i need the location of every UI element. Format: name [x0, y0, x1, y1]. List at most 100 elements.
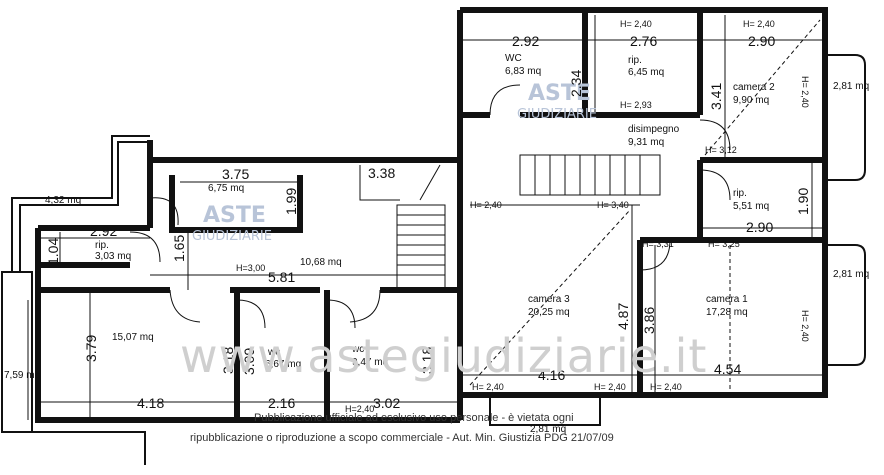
- label-disimpegno: disimpegno: [628, 124, 680, 135]
- height-325: H= 3,25: [708, 239, 740, 249]
- dim-454: 4.54: [714, 361, 741, 377]
- balcony-left-outline: [1, 271, 33, 433]
- balcony-bottom: [489, 394, 601, 426]
- balcony-top-right: [825, 54, 866, 181]
- diag-camera2: [704, 19, 821, 156]
- label-room-1507: 15,07 mq: [112, 332, 154, 343]
- watermark-logo-bottom-right: GIUDIZIARIE: [517, 107, 597, 122]
- height-top2: H= 2,40: [743, 19, 775, 29]
- diag-camera3: [469, 209, 631, 386]
- label-wc-top: WC: [505, 53, 522, 64]
- terrace-outline: [11, 135, 150, 272]
- door-arc-2: [129, 231, 161, 263]
- height-b3: H= 2,40: [650, 382, 682, 392]
- stair-landing: [359, 165, 400, 201]
- left-wing-walls: [1, 135, 463, 465]
- balcony-bottom-outline: [32, 431, 146, 465]
- watermark-logo-top-right: ASTE: [528, 81, 591, 106]
- left-top-wall: [147, 140, 460, 163]
- label-camera2-area: 9,90 mq: [733, 95, 769, 106]
- label-balcony-left: 7,59 mq: [4, 370, 40, 381]
- dim-338: 3.38: [368, 165, 395, 181]
- door-camera2: [699, 119, 731, 151]
- height-240-left: H= 2,40: [470, 200, 502, 210]
- height-camera2: H= 2,40: [800, 76, 810, 108]
- label-wc-mid-area: 9,47 mq: [352, 357, 388, 368]
- label-disimpegno-area: 9,31 mq: [628, 137, 664, 148]
- height-340: H= 3,40: [597, 200, 629, 210]
- dim-418: 4.18: [137, 395, 164, 411]
- label-camera3-area: 20,25 mq: [528, 307, 570, 318]
- label-rip-top-area: 6,45 mq: [628, 67, 664, 78]
- door-arc-4: [236, 299, 266, 329]
- height-b2: H= 2,40: [594, 382, 626, 392]
- label-rip-top: rip.: [628, 55, 642, 66]
- label-balcony-bottom: 2,81 mq: [530, 424, 566, 435]
- dim-341: 3.41: [708, 83, 724, 110]
- label-wc-left: wc: [267, 347, 280, 358]
- label-rip-right-area: 5,51 mq: [733, 201, 769, 212]
- label-room-675: 6,75 mq: [208, 183, 244, 194]
- dim-386: 3.86: [641, 307, 657, 334]
- disclaimer-line1: Pubblicazione ufficiale ad esclusivo uso…: [254, 412, 574, 424]
- dim-165: 1.65: [171, 235, 187, 262]
- dim-276: 2.76: [630, 33, 657, 49]
- door-rip: [699, 169, 731, 201]
- dim-199: 1.99: [283, 188, 299, 215]
- right-wing-walls: [457, 7, 866, 426]
- label-camera2: camera 2: [733, 82, 775, 93]
- label-hall-left: 10,68 mq: [300, 257, 342, 268]
- dim-581: 5.81: [268, 269, 295, 285]
- label-rip-left-area: 3,03 mq: [95, 251, 131, 262]
- label-wc-top-area: 6,83 mq: [505, 66, 541, 77]
- label-balcony-mid-right: 2,81 mq: [833, 269, 869, 280]
- label-camera3: camera 3: [528, 294, 570, 305]
- height-camera1: H= 2,40: [800, 310, 810, 342]
- watermark-logo-left: ASTE GIUDIZIARIE: [192, 203, 272, 244]
- height-bottom-left: H=2,40: [345, 404, 374, 414]
- dimension-labels: 3.75 1.99 3.38 2.92 1.04 1.65 5.81 3.79 …: [45, 33, 811, 411]
- dim-290b: 2.90: [746, 219, 773, 235]
- height-331: H= 3,31: [642, 239, 674, 249]
- dim-104: 1.04: [45, 238, 61, 265]
- height-top1: H= 2,40: [620, 19, 652, 29]
- door-camera1: [639, 239, 671, 271]
- watermark-logo-top-left: ASTE: [203, 203, 266, 228]
- door-arc-5: [326, 299, 356, 329]
- label-rip-left: rip.: [95, 240, 109, 251]
- dim-302: 3.02: [373, 395, 400, 411]
- label-wc-left-area: 6,67 mq: [265, 359, 301, 370]
- dim-309: 3.09: [241, 348, 257, 375]
- label-rip-right: rip.: [733, 188, 747, 199]
- terrace-outline-inner: [19, 141, 150, 272]
- dim-318b: 3.18: [419, 347, 435, 374]
- label-terrace-left: 4,32 mq: [45, 195, 81, 206]
- dim-292a: 2.92: [90, 223, 117, 239]
- dim-190: 1.90: [795, 188, 811, 215]
- door-arc-6: [349, 289, 381, 323]
- dim-292b: 2.92: [512, 33, 539, 49]
- dim-290a: 2.90: [748, 33, 775, 49]
- stair-right: [519, 154, 661, 196]
- watermark-logo-bottom-left: GIUDIZIARIE: [192, 229, 272, 244]
- label-camera1-area: 17,28 mq: [706, 307, 748, 318]
- room-labels: 4,32 mq 7,59 mq 6,75 mq rip. 3,03 mq 10,…: [4, 53, 869, 435]
- dim-234: 2.34: [568, 70, 584, 97]
- label-camera1: camera 1: [706, 294, 748, 305]
- dim-375: 3.75: [222, 166, 249, 182]
- label-balcony-top-right: 2,81 mq: [833, 81, 869, 92]
- stair-diagonal: [419, 164, 441, 201]
- height-labels: H=3,00 H= 2,40 H= 2,40 H= 2,93 H= 3,12 H…: [236, 19, 810, 414]
- dim-379: 3.79: [83, 335, 99, 362]
- dim-487: 4.87: [615, 303, 631, 330]
- stair-left-steps: [397, 214, 445, 276]
- dim-216: 2.16: [268, 395, 295, 411]
- dim-416: 4.16: [538, 367, 565, 383]
- height-312: H= 3,12: [705, 145, 737, 155]
- dim-318a: 3.18: [220, 347, 236, 374]
- watermark-logo-right: ASTE GIUDIZIARIE: [517, 81, 597, 122]
- height-b1: H= 2,40: [472, 382, 504, 392]
- door-wc: [489, 84, 521, 116]
- door-arc-3: [169, 289, 201, 323]
